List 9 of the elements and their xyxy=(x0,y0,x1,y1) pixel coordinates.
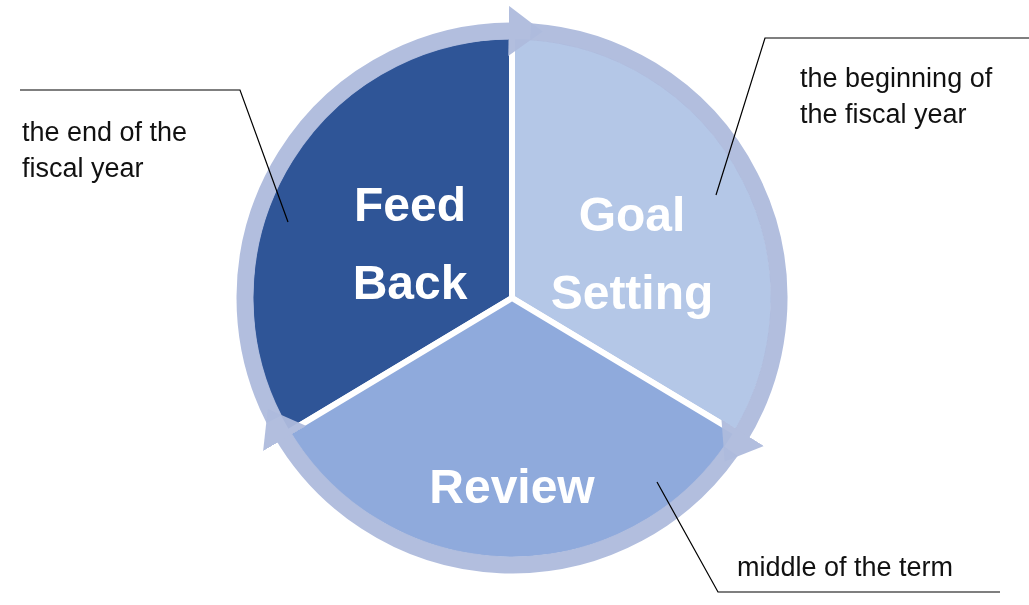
leader-line xyxy=(656,481,1001,593)
segment-label: Feed Back xyxy=(351,177,469,311)
leader-line xyxy=(715,37,1029,196)
annotation-text: the beginning of the fiscal year xyxy=(765,36,1029,140)
annotation-text: middle of the term xyxy=(718,549,1007,594)
segment-label: Review xyxy=(428,459,596,515)
leader-line xyxy=(19,89,289,223)
annotation-text: the end of the fiscal year xyxy=(20,88,242,194)
segment-label: Goal Setting xyxy=(549,187,715,321)
